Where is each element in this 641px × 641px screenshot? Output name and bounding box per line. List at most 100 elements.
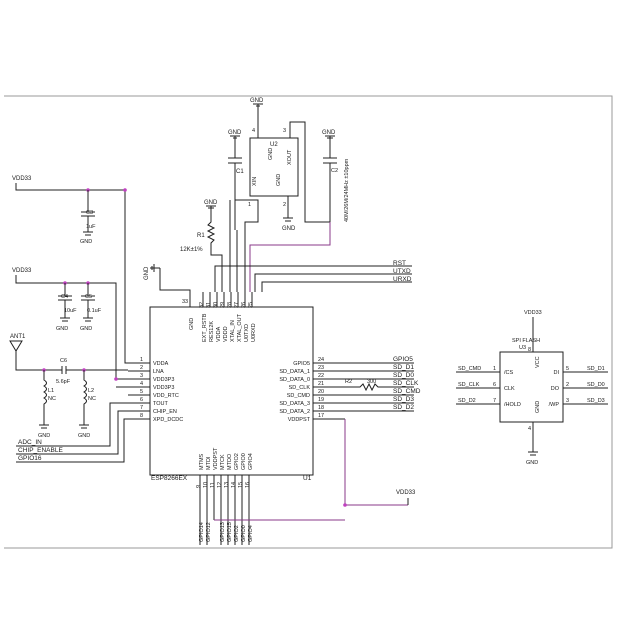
u2-num-4: 4	[252, 128, 255, 134]
gnd-label-left: GND	[144, 266, 150, 280]
u1-bot-num-2: 11	[210, 482, 216, 488]
net-bot-0: GPIO14	[199, 522, 205, 542]
net-right-4: SD_CMD	[393, 388, 421, 395]
rst-net	[214, 265, 412, 292]
u1-bot-num-6: 15	[238, 482, 244, 488]
u3-left-stubs	[456, 371, 500, 405]
u1-top-num-7: 26	[241, 302, 247, 308]
u1-left-name-7: XPD_DCDC	[153, 417, 183, 423]
u1-right-nets	[330, 362, 414, 412]
ant-label: ANT1	[10, 334, 26, 340]
u1-left-num-1: 2	[140, 365, 143, 371]
u1-left-stubs	[128, 362, 150, 420]
u2-crystal: GND U2 XIN GND XOUT GND 1 2 3 4 GND 40M/…	[248, 98, 350, 232]
urxd-label: URXD	[393, 276, 412, 283]
u1-right-num-5: 19	[318, 397, 324, 403]
ant-symbol	[9, 340, 128, 371]
u2-pin-gnd2: GND	[276, 174, 282, 186]
adc-net	[16, 402, 128, 447]
u1-right-name-1: SD_DATA_1	[279, 369, 310, 375]
u2-gnd-label: GND	[282, 226, 296, 232]
u1-top-stubs	[189, 292, 253, 307]
u1-right-name-3: SD_CLK	[289, 385, 311, 391]
c3-label: C3	[86, 210, 93, 216]
u3-left-pin-1: CLK	[504, 386, 515, 392]
crystal-spec: 40M/26M/24MHz ±10ppm	[344, 158, 350, 222]
net-bot-2: GPIO13	[220, 522, 226, 542]
c2-symbol	[323, 135, 337, 222]
u1-right-name-6: SD_DATA_2	[279, 409, 310, 415]
u1-bottom-stubs	[199, 475, 250, 545]
gpio16-net	[16, 418, 128, 463]
u1-top-num-0: 33	[182, 299, 188, 305]
junction-vdda	[123, 188, 127, 192]
u1-left-name-5: TOUT	[153, 401, 169, 407]
u1-right-num-0: 24	[318, 357, 324, 363]
l1-value: NC	[48, 396, 56, 402]
c6-value: 5.6pF	[56, 379, 71, 385]
u3-left-pin-0: /CS	[504, 370, 514, 376]
c3-symbol	[81, 190, 95, 236]
u1-bot-name-3: MTCK	[220, 454, 226, 470]
u1-right-name-2: SD_DATA_0	[279, 377, 310, 383]
u1-bot-name-2: VDDPST	[213, 447, 219, 470]
vdd33-top-left: VDD33 C3 1uF GND	[12, 176, 128, 364]
sheet-frame	[4, 95, 613, 549]
c1-capacitor: GND C1	[228, 130, 250, 201]
u1-left-num-6: 7	[140, 405, 143, 411]
u1-right-num-4: 20	[318, 389, 324, 395]
l1-label: L1	[48, 388, 54, 394]
r1-label: R1	[197, 233, 205, 239]
u1-bottom-pin-row: 9 10 11 12 13 14 15 16 MTMS MTDI VDDPST …	[196, 447, 345, 545]
u3-spi-flash: VDD33 SPI FLASH U3 8 VCC GND 4 GND SD_CM…	[456, 310, 608, 466]
u1-right-pin-row: 24 23 22 21 20 19 18 17 GPIO5 SD_DATA_1 …	[279, 356, 421, 507]
u1-top-num-8: 25	[248, 302, 254, 308]
u1-left-num-2: 3	[140, 373, 143, 379]
u1-bot-num-3: 12	[217, 482, 223, 488]
net-bot-3: GPIO15	[227, 522, 233, 542]
vdd33-label-2: VDD33	[12, 268, 32, 274]
u3-vcc: VCC	[535, 356, 541, 368]
u1-left-name-3: VDD3P3	[153, 385, 174, 391]
xout-net	[289, 121, 330, 223]
u1-top-num-2: 31	[206, 302, 212, 308]
net-right-5: SD_D3	[393, 396, 414, 403]
u2-gnd-bottom	[283, 196, 293, 222]
u1-top-name-2: RES12K	[209, 321, 215, 342]
l2-symbol	[79, 370, 89, 429]
junction-vddpst	[343, 503, 347, 507]
u1-top-name-6: XTAL_OUT	[237, 313, 243, 342]
l1-gnd: GND	[38, 433, 50, 439]
u1-left-num-7: 8	[140, 413, 143, 419]
u1-body	[149, 306, 314, 476]
u2-num-2: 2	[283, 202, 286, 208]
u3-left-net-1: SD_CLK	[458, 382, 480, 388]
u3-name: SPI FLASH	[512, 338, 540, 344]
c1-gnd-label: GND	[228, 130, 242, 136]
u2-num-1: 1	[248, 202, 251, 208]
u1-top-name-4: VDDD	[223, 326, 229, 342]
u1-right-num-6: 18	[318, 405, 324, 411]
net-right-3: SD_CLK	[393, 380, 419, 387]
u1-bot-num-0: 9	[196, 485, 202, 488]
u1-left-name-4: VDD_RTC	[153, 393, 179, 399]
net-right-0: GPIO5	[393, 356, 413, 363]
u1-top-num-6: 27	[234, 302, 240, 308]
u1-left-name-0: VDDA	[153, 361, 169, 367]
c3-value: 1uF	[86, 224, 96, 230]
u1-left-num-3: 4	[140, 381, 143, 387]
u3-right-num-1: 2	[566, 382, 569, 388]
r1-symbol	[206, 205, 223, 292]
u1-bot-num-4: 13	[224, 482, 230, 488]
u3-left-num-0: 1	[493, 366, 496, 372]
u1-top-name-0: GND	[189, 318, 195, 330]
c2-capacitor: GND C2	[322, 130, 338, 222]
u3-left-num-1: 6	[493, 382, 496, 388]
u1-bot-num-5: 14	[231, 482, 237, 488]
gnd-left-top	[150, 264, 191, 292]
c5-value: 0.1uF	[87, 308, 102, 314]
junction-vdd3p3	[114, 377, 118, 381]
u1-bot-num-7: 16	[245, 482, 251, 488]
c6-symbol	[61, 366, 67, 374]
vdd33-net-2	[15, 275, 128, 388]
